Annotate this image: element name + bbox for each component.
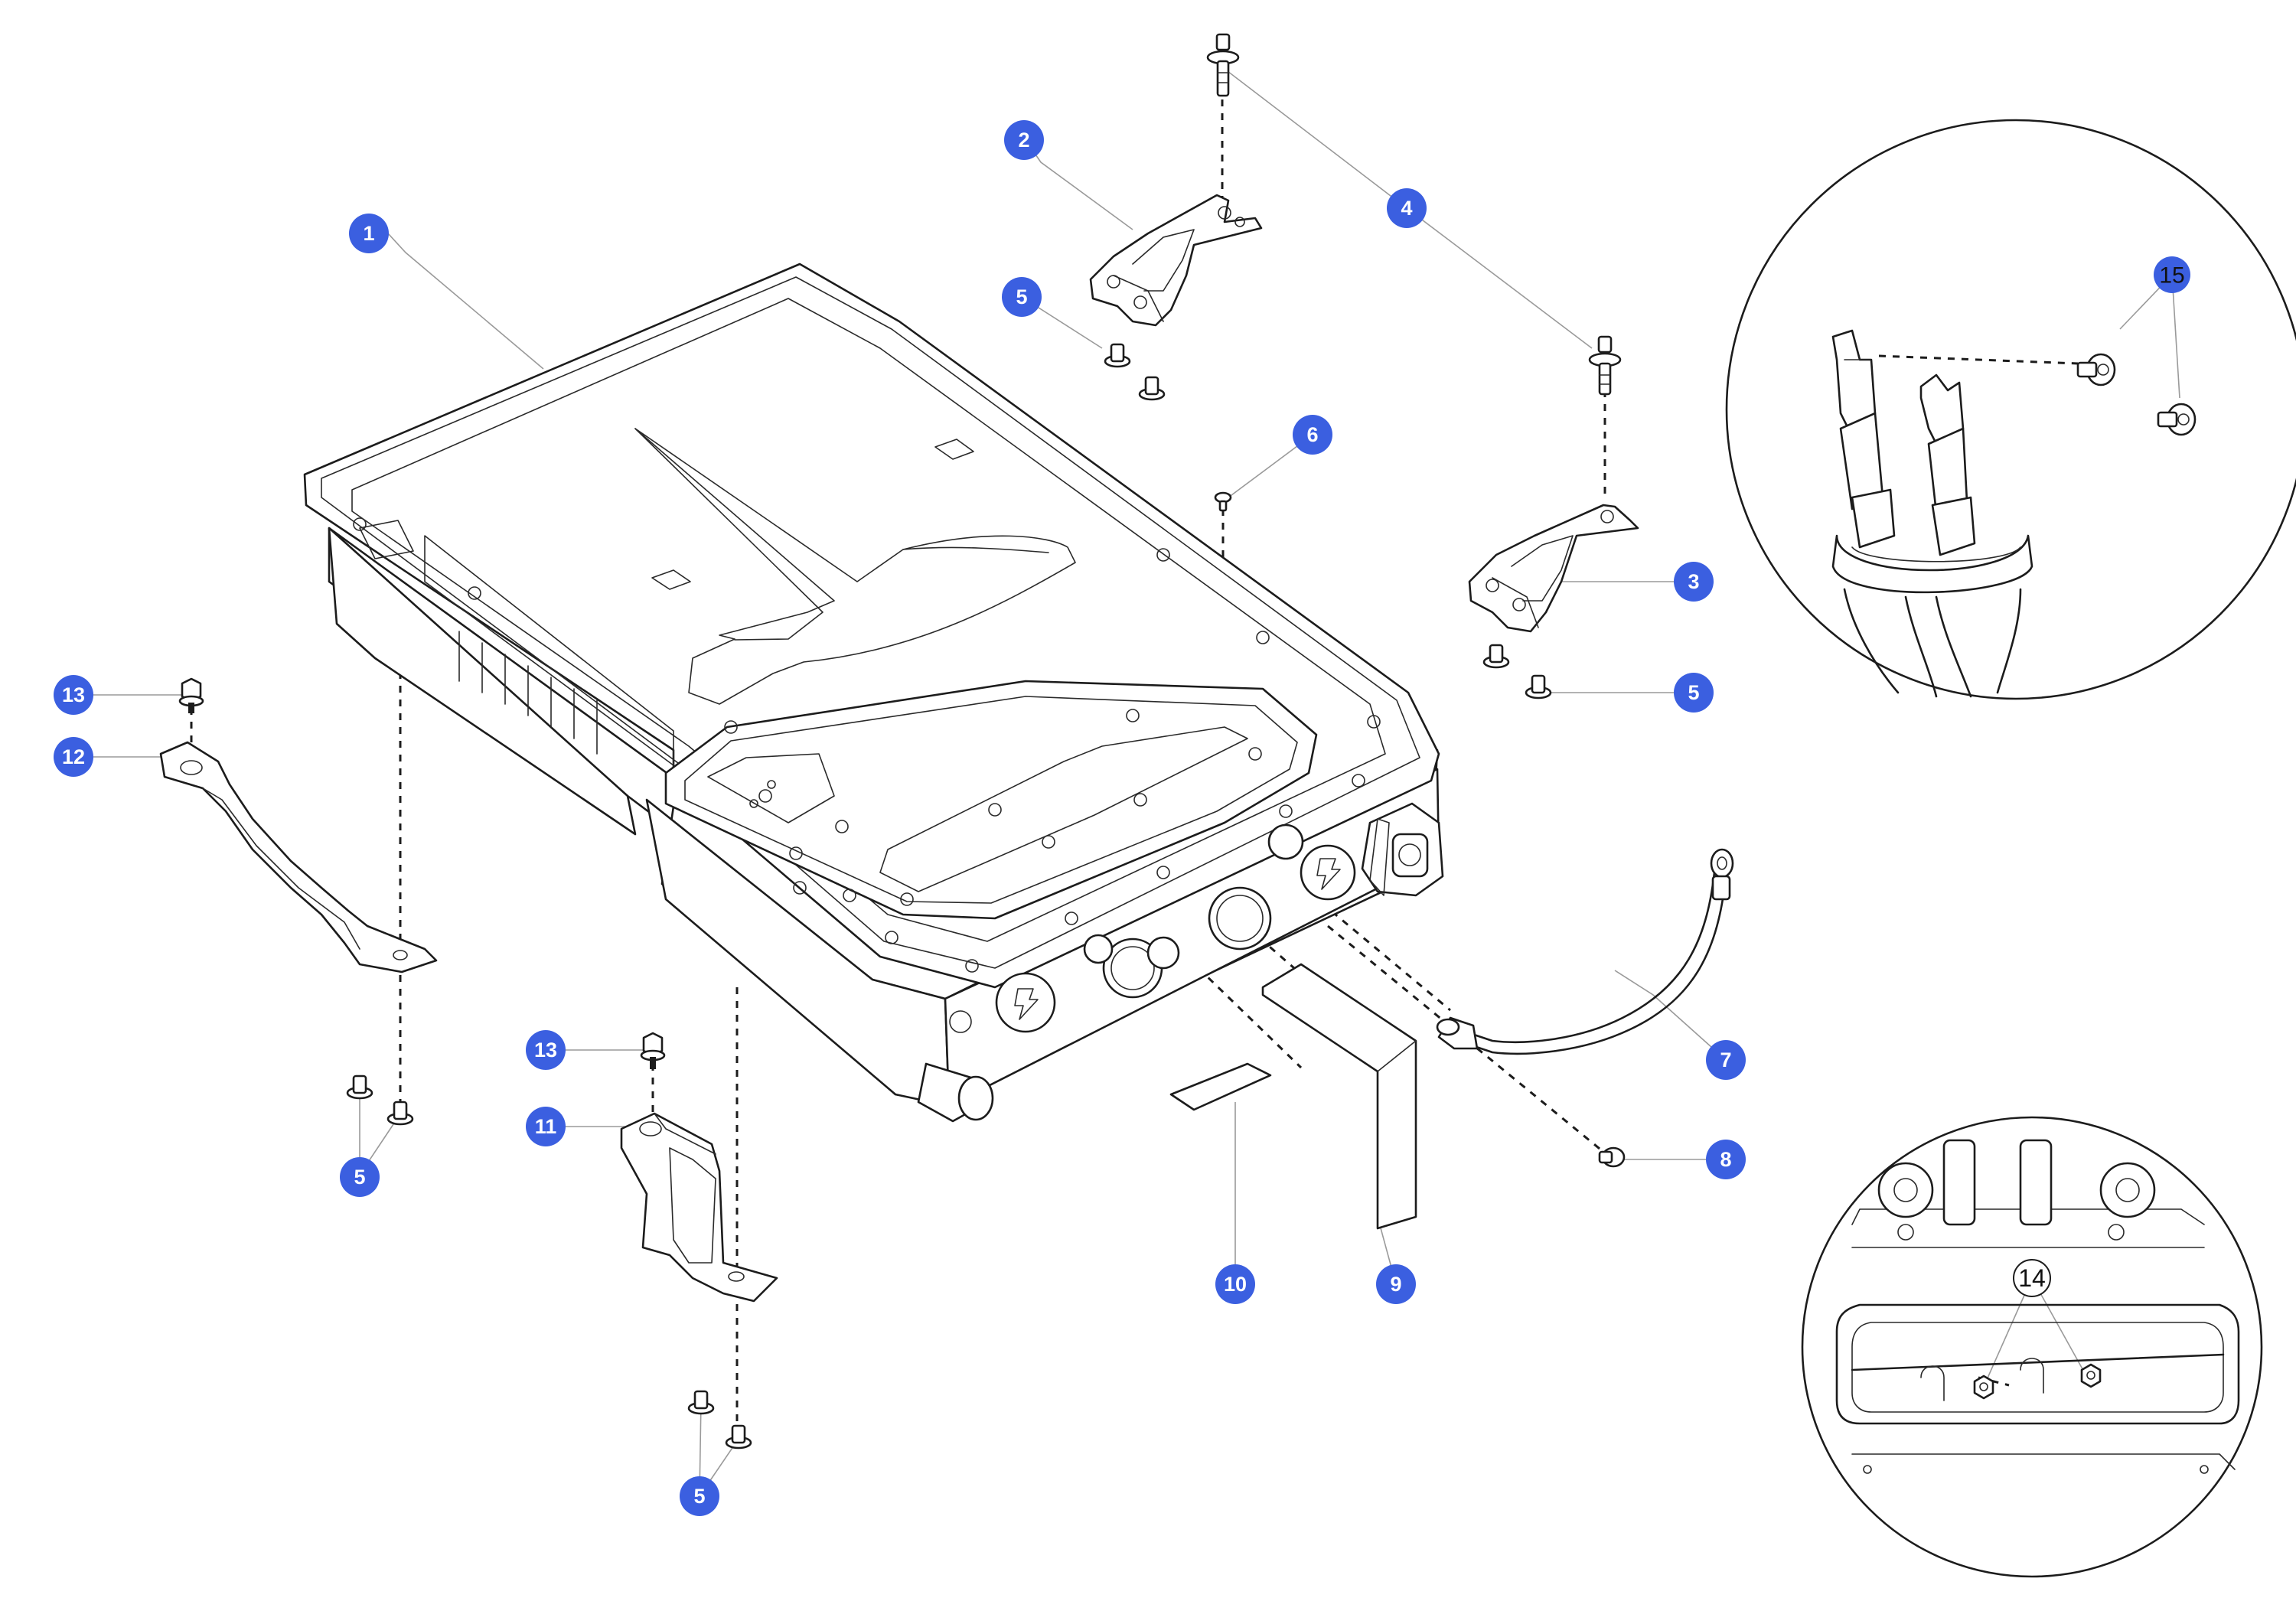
svg-text:5: 5 (1688, 681, 1699, 704)
svg-text:5: 5 (354, 1166, 365, 1189)
callout-3: 3 (1674, 562, 1714, 602)
svg-text:11: 11 (535, 1115, 557, 1138)
callout-13-upper: 13 (54, 675, 93, 715)
bracket-strap (159, 741, 438, 973)
ribbed-side (359, 520, 674, 766)
svg-text:1: 1 (363, 222, 374, 245)
label-strip (1261, 963, 1417, 1230)
lid-bolts (353, 517, 1381, 973)
callout-12: 12 (54, 737, 93, 777)
screw-8 (1598, 1146, 1626, 1168)
callout-10: 10 (1215, 1264, 1255, 1304)
svg-text:13: 13 (534, 1039, 557, 1061)
callout-6: 6 (1293, 415, 1332, 455)
label-small (1169, 1062, 1272, 1111)
svg-text:10: 10 (1224, 1273, 1247, 1296)
ground-strap (1436, 848, 1734, 1055)
svg-text:4: 4 (1401, 197, 1412, 220)
front-ports (917, 823, 1356, 1123)
svg-text:12: 12 (62, 745, 85, 768)
connector-module (1361, 802, 1444, 897)
stud-bolt-lower (1588, 335, 1622, 396)
callout-13-lower: 13 (526, 1030, 566, 1070)
svg-text:6: 6 (1306, 423, 1318, 446)
main-housing (303, 263, 1444, 1123)
svg-text:14: 14 (2018, 1264, 2046, 1292)
bolt-13-upper (178, 677, 204, 713)
bracket-lower (620, 1112, 778, 1303)
svg-text:5: 5 (693, 1485, 705, 1508)
svg-text:9: 9 (1390, 1273, 1401, 1296)
callout-5-right: 5 (1674, 673, 1714, 713)
callout-9: 9 (1376, 1264, 1416, 1304)
bolt-13-lower (640, 1032, 666, 1069)
callouts: 1 2 3 4 5 5 5 5 6 7 8 9 10 11 12 13 13 1… (54, 120, 2190, 1516)
callout-7: 7 (1706, 1040, 1746, 1080)
callout-4: 4 (1387, 188, 1427, 228)
stud-bolt-upper (1206, 33, 1240, 97)
screw-6 (1214, 491, 1232, 512)
svg-text:3: 3 (1688, 570, 1699, 593)
callout-5-left: 5 (340, 1157, 380, 1197)
callout-15: 15 (2154, 256, 2190, 293)
bracket-upper-left (1089, 194, 1263, 327)
svg-text:2: 2 (1018, 129, 1029, 152)
bracket-right (1468, 504, 1639, 633)
callout-11: 11 (526, 1107, 566, 1146)
svg-text:15: 15 (2159, 263, 2184, 289)
svg-text:13: 13 (62, 683, 85, 706)
screws-5 (346, 343, 1552, 1450)
svg-text:5: 5 (1016, 285, 1027, 308)
svg-text:7: 7 (1720, 1048, 1731, 1071)
callout-14: 14 (2013, 1259, 2051, 1297)
svg-text:8: 8 (1720, 1148, 1731, 1171)
callout-2: 2 (1004, 120, 1044, 160)
callout-8: 8 (1706, 1140, 1746, 1179)
detail-view-busbar (1801, 1116, 2263, 1578)
callout-1: 1 (349, 214, 389, 253)
callout-5-bottom: 5 (680, 1476, 719, 1516)
callout-5-top: 5 (1002, 277, 1042, 317)
detail-view-terminals (1725, 119, 2296, 700)
